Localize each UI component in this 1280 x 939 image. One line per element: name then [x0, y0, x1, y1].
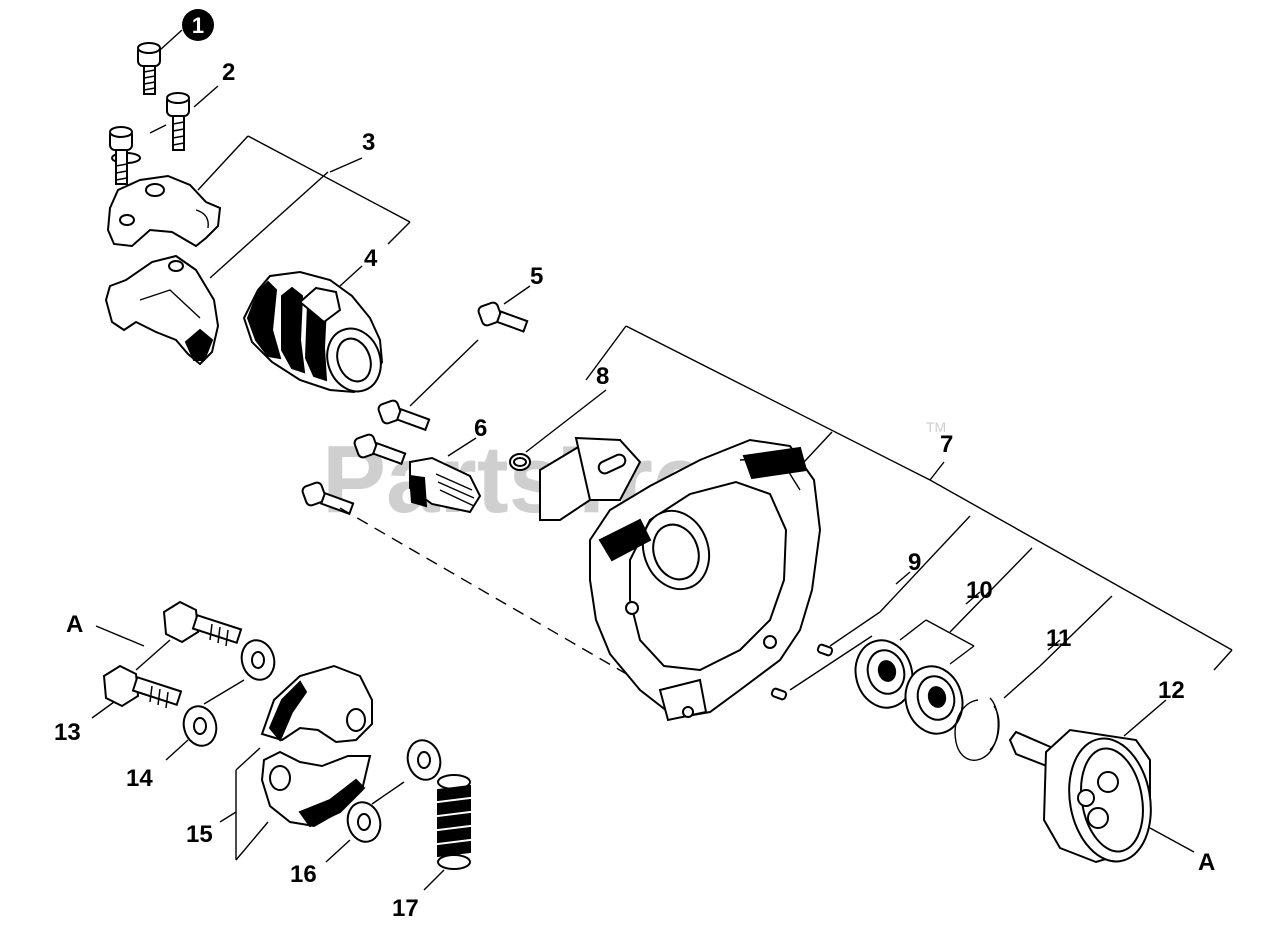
- leader-13b: [91, 701, 115, 719]
- callout-6[interactable]: 6: [474, 415, 487, 442]
- callout-14[interactable]: 14: [126, 765, 153, 792]
- part-16-washer-a[interactable]: [403, 737, 444, 784]
- callout-1-label: 1: [192, 13, 204, 38]
- part-5-screw-c[interactable]: [353, 433, 407, 466]
- leader-2a: [149, 124, 167, 134]
- part-2-screw-a[interactable]: [166, 92, 190, 151]
- leader-7b: [585, 325, 627, 381]
- leader-8: [525, 389, 607, 453]
- callout-7[interactable]: 7: [940, 431, 953, 458]
- leader-14a: [203, 679, 245, 705]
- part-15-clutch-shoe-lower[interactable]: [260, 750, 372, 828]
- part-13-bolt-a[interactable]: [162, 600, 243, 647]
- part-4-intake-boot[interactable]: [242, 270, 389, 399]
- part-12-clutch-drum[interactable]: [1008, 728, 1160, 868]
- callout-15[interactable]: 15: [186, 821, 213, 848]
- part-11-snap-ring[interactable]: [954, 697, 1000, 761]
- part-2-screw-b[interactable]: [109, 126, 141, 185]
- leader-7c: [803, 431, 833, 463]
- part-1-screw[interactable]: [137, 42, 161, 95]
- leader-3b: [247, 135, 411, 223]
- leader-13a: [135, 639, 171, 671]
- leader-9a: [789, 635, 873, 691]
- callout-4[interactable]: 4: [364, 245, 378, 272]
- leader-6: [447, 437, 477, 457]
- leader-10e: [965, 591, 981, 605]
- callout-11[interactable]: 11: [1046, 625, 1071, 652]
- part-14-washer-b[interactable]: [179, 703, 220, 750]
- leader-15a: [235, 747, 261, 771]
- callout-8[interactable]: 8: [596, 363, 609, 390]
- callout-9[interactable]: 9: [908, 549, 921, 576]
- part-9-pin-a[interactable]: [816, 643, 834, 657]
- leader-17: [423, 869, 445, 891]
- leader-14b: [165, 739, 189, 761]
- leader-11a: [1003, 665, 1041, 699]
- leader-1: [159, 29, 183, 51]
- part-14-washer-a[interactable]: [237, 637, 278, 684]
- part-10-bearing-b[interactable]: [898, 660, 970, 740]
- callout-17[interactable]: 17: [392, 895, 419, 922]
- leader-12: [1123, 699, 1167, 737]
- leader-15c: [235, 821, 269, 861]
- part-5-screw-b[interactable]: [377, 399, 431, 432]
- callout-13[interactable]: 13: [54, 719, 81, 746]
- leader-16a: [371, 781, 405, 805]
- leader-12b: [1213, 649, 1233, 671]
- callout-10[interactable]: 10: [966, 577, 993, 604]
- part-3-clamp-upper[interactable]: [106, 174, 222, 248]
- leader-5a: [503, 285, 531, 305]
- leader-3d: [329, 157, 363, 173]
- leader-9c: [879, 515, 971, 613]
- callout-1[interactable]: 1: [182, 9, 214, 41]
- leader-9d: [895, 571, 911, 585]
- part-10-bearing-a[interactable]: [848, 634, 920, 714]
- ref-a-left-arrow: [95, 625, 145, 647]
- callout-16[interactable]: 16: [290, 861, 317, 888]
- alignment-line: [339, 507, 631, 677]
- callout-3[interactable]: 3: [362, 129, 375, 156]
- ref-a-right[interactable]: A: [1198, 849, 1215, 876]
- callout-5[interactable]: 5: [530, 263, 543, 290]
- leader-12-frame: [929, 479, 1233, 651]
- leader-10d: [949, 547, 1033, 633]
- part-5-screw-d[interactable]: [301, 481, 355, 516]
- part-9-pin-b[interactable]: [770, 687, 788, 701]
- part-5-screw-a[interactable]: [477, 301, 529, 333]
- leader-11c: [1047, 639, 1061, 651]
- leader-10b: [925, 619, 975, 647]
- part-8-o-ring[interactable]: [509, 453, 531, 471]
- leader-3a: [197, 135, 249, 191]
- ref-a-right-arrow: [1149, 827, 1195, 853]
- callout-1-badge: [182, 9, 214, 41]
- leader-16b: [325, 839, 351, 863]
- callout-2[interactable]: 2: [222, 59, 235, 86]
- leader-10c: [949, 645, 975, 665]
- leader-4: [339, 265, 363, 287]
- part-15-clutch-shoe-upper[interactable]: [260, 664, 373, 744]
- leader-9b: [829, 611, 881, 647]
- leader-3c: [209, 171, 329, 279]
- leader-2b: [193, 85, 219, 108]
- ref-a-left[interactable]: A: [66, 611, 83, 638]
- leader-7d: [929, 461, 945, 481]
- leader-3e: [387, 221, 411, 245]
- leader-11b: [1039, 595, 1113, 667]
- leader-5b: [409, 339, 479, 407]
- part-17-spring[interactable]: [437, 774, 471, 870]
- leader-7a: [625, 325, 931, 481]
- part-13-bolt-b[interactable]: [102, 664, 183, 709]
- trademark-mark: TM: [926, 419, 946, 435]
- callout-12[interactable]: 12: [1158, 677, 1185, 704]
- part-6-connector[interactable]: [408, 456, 482, 514]
- part-7-clutch-housing[interactable]: [539, 436, 822, 722]
- leader-10a: [899, 619, 927, 641]
- part-16-washer-b[interactable]: [343, 799, 384, 846]
- part-3-clamp-lower[interactable]: [104, 254, 220, 366]
- leader-15d: [219, 811, 237, 823]
